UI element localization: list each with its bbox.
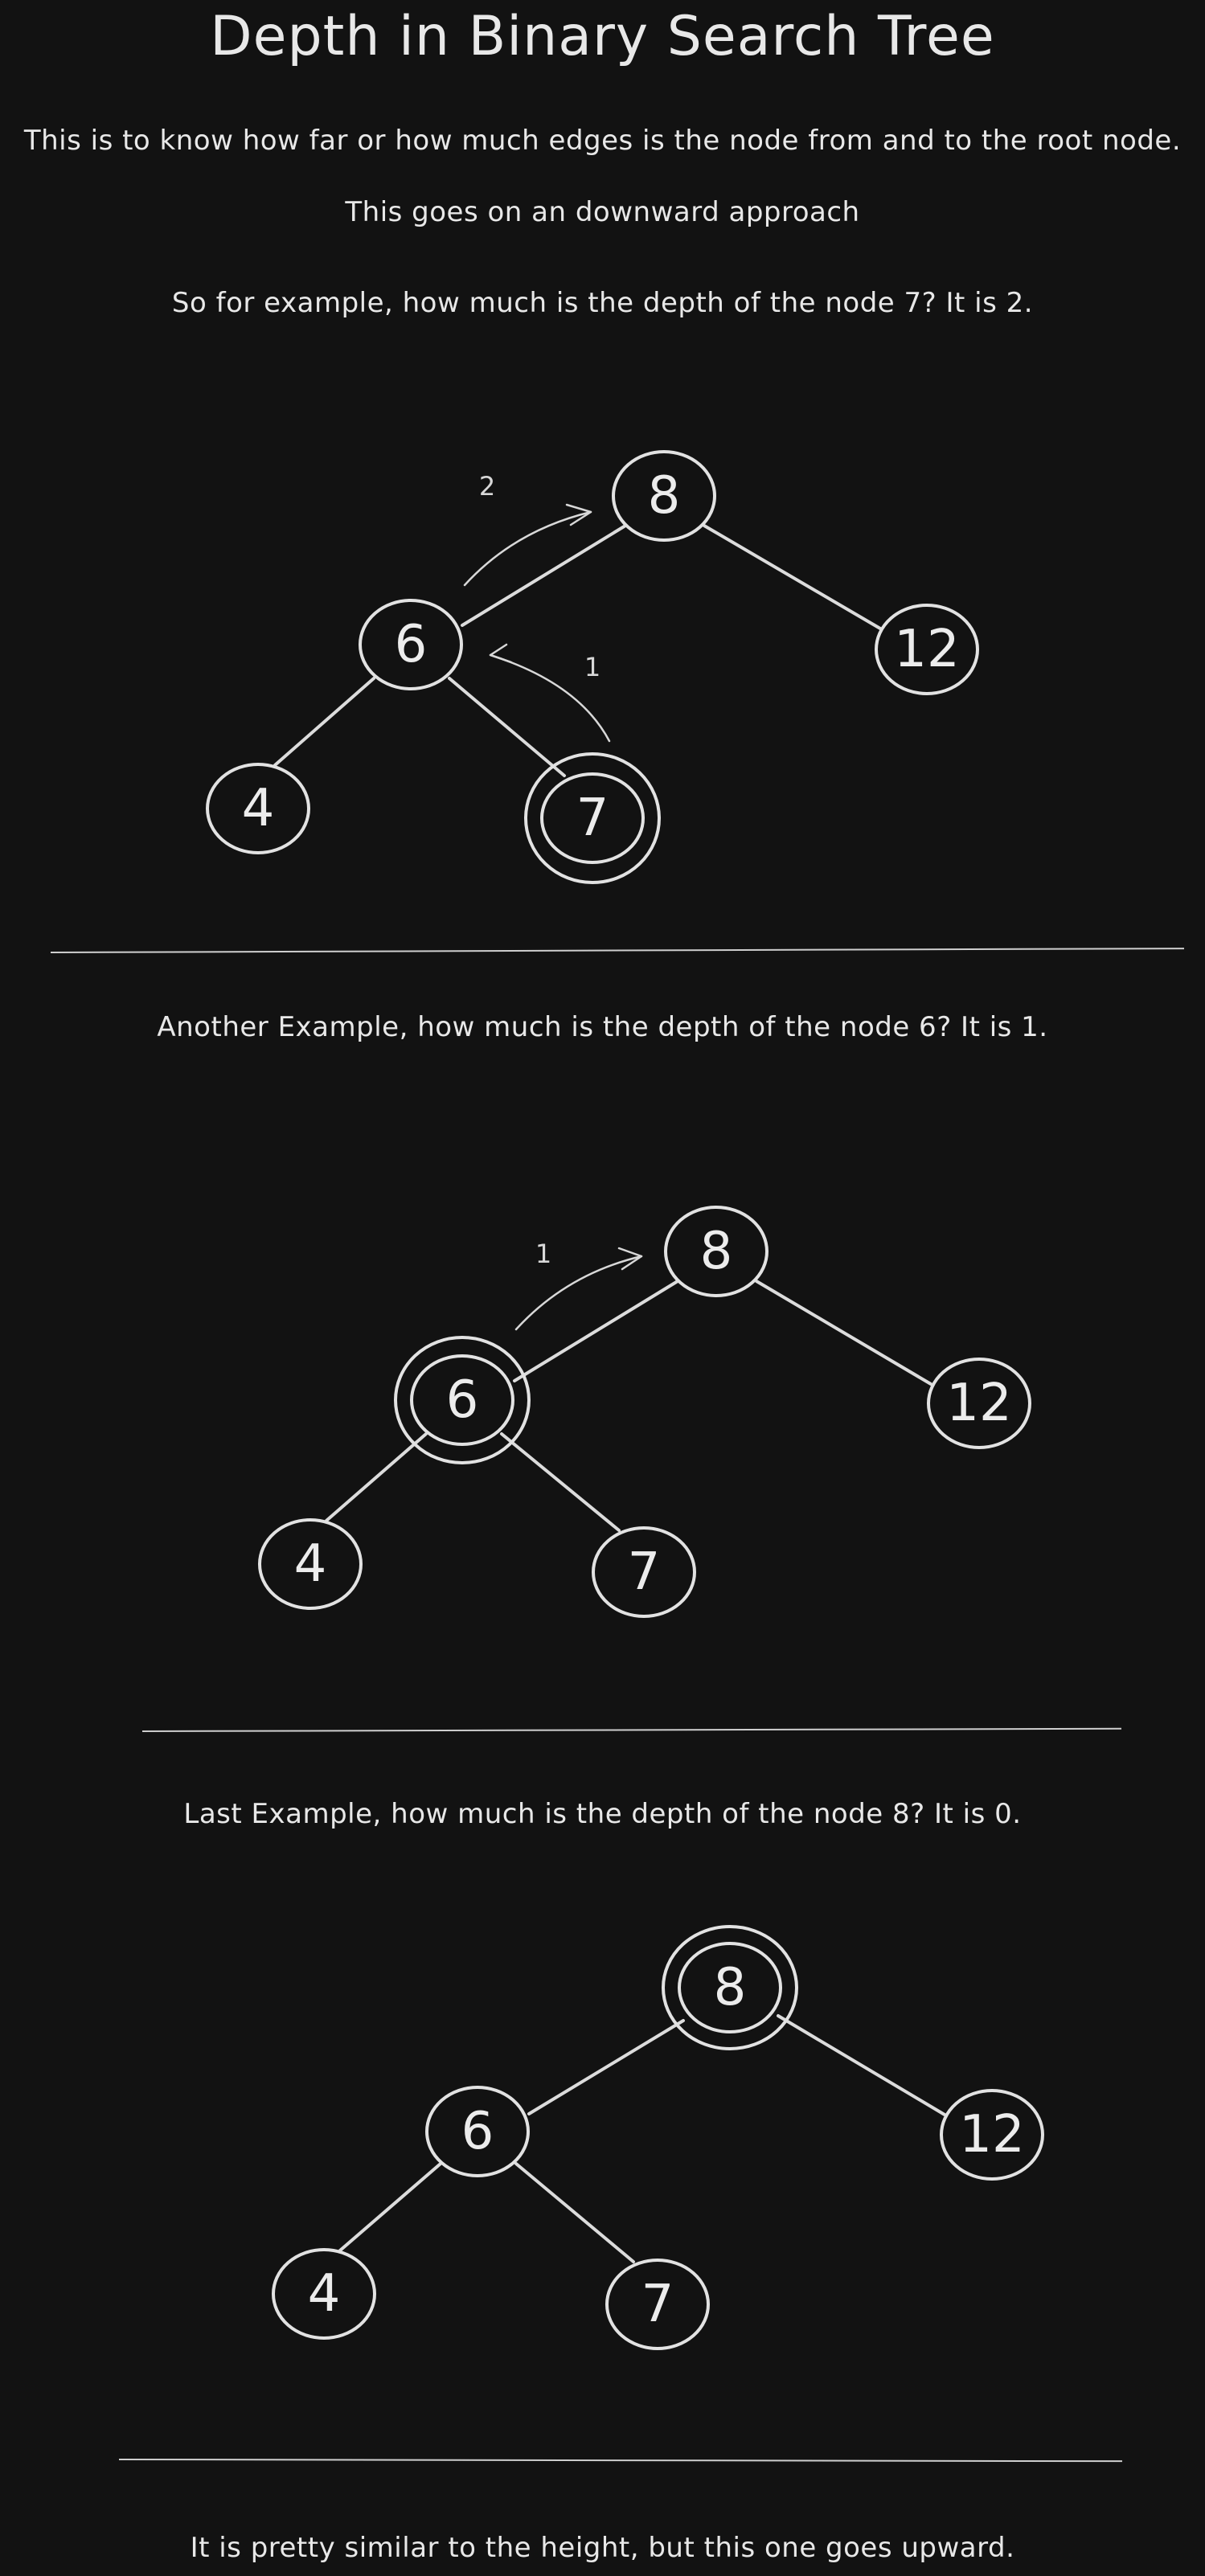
node-label: 6	[446, 1370, 479, 1430]
tree-nodes: 8 6 12 4 7	[272, 1925, 1044, 2350]
tree-edges	[273, 524, 882, 777]
node-label: 7	[628, 1542, 661, 1602]
arrow-head-icon	[489, 643, 513, 664]
edge-left-leftright	[514, 2162, 635, 2263]
example-1-tree: 8 6 12 4 7 2	[206, 450, 979, 884]
edge-root-right	[777, 2014, 946, 2116]
node-ring	[359, 599, 463, 690]
tree-nodes: 8 6 12 4 7	[206, 450, 979, 884]
arrow-icon	[514, 1255, 643, 1331]
node-label: 7	[641, 2275, 674, 2334]
closing-text: It is pretty similar to the height, but …	[190, 2532, 1015, 2564]
tree-node: 12	[875, 604, 979, 695]
tree-edges	[338, 2014, 946, 2263]
node-ring	[940, 2089, 1044, 2181]
node-label: 4	[294, 1534, 327, 1594]
tree-node: 8	[664, 1206, 768, 1297]
node-label: 4	[308, 2264, 341, 2324]
node-ring	[875, 604, 979, 695]
node-ring	[664, 1206, 768, 1297]
arrow-head-icon	[617, 1247, 643, 1271]
tree-node: 12	[927, 1358, 1031, 1449]
edge-left-leftleft	[273, 677, 375, 767]
node-ring	[540, 772, 645, 864]
arrow-head-icon	[565, 503, 592, 526]
tree-node: 4	[258, 1518, 363, 1610]
node-ring	[410, 1354, 514, 1446]
tree-nodes: 8 6 12 4 7	[258, 1206, 1031, 1618]
tree-node: 4	[272, 2248, 376, 2340]
node-ring	[678, 1942, 782, 2033]
tree-node: 6	[425, 2086, 530, 2177]
step-label: 1	[584, 652, 600, 682]
node-ring	[425, 2086, 530, 2177]
edge-left-leftleft	[325, 1432, 428, 1522]
node-label: 12	[894, 620, 959, 679]
node-ring	[206, 763, 310, 854]
step-label: 2	[479, 471, 495, 502]
example-3-question: Last Example, how much is the depth of t…	[183, 1798, 1022, 1830]
edge-left-leftright	[448, 677, 566, 777]
highlight-outer-ring	[394, 1336, 531, 1464]
intro-text: This is to know how far or how much edge…	[23, 125, 1182, 157]
node-ring	[927, 1358, 1031, 1449]
node-label: 4	[242, 779, 275, 838]
path-arrows: 1	[514, 1239, 643, 1331]
node-ring	[592, 1526, 696, 1618]
tree-node-highlighted: 6	[394, 1336, 531, 1464]
node-ring	[605, 2259, 710, 2350]
edge-root-left	[527, 2019, 685, 2115]
node-label: 6	[395, 615, 428, 674]
arrow-icon	[463, 510, 592, 587]
tree-node: 7	[605, 2259, 710, 2350]
node-label: 7	[576, 788, 609, 848]
edge-root-right	[755, 1280, 932, 1386]
node-label: 12	[946, 1374, 1011, 1433]
node-label: 8	[714, 1958, 747, 2017]
tree-node: 6	[359, 599, 463, 690]
page-title: Depth in Binary Search Tree	[210, 5, 995, 68]
divider	[118, 2459, 1122, 2463]
tree-edges	[325, 1280, 932, 1532]
example-2-tree: 8 6 12 4 7 1	[258, 1206, 1031, 1618]
edge-left-leftright	[500, 1432, 621, 1532]
example-3-tree: 8 6 12 4 7	[272, 1925, 1044, 2350]
tree-node: 12	[940, 2089, 1044, 2181]
tree-node: 8	[612, 450, 716, 542]
node-ring	[272, 2248, 376, 2340]
node-label: 12	[959, 2105, 1024, 2164]
tree-node-highlighted: 7	[524, 752, 661, 884]
edge-root-left	[513, 1280, 679, 1382]
node-label: 8	[700, 1222, 733, 1281]
edge-root-right	[703, 524, 882, 630]
example-2-question: Another Example, how much is the depth o…	[157, 1011, 1048, 1043]
highlight-outer-ring	[662, 1925, 798, 2050]
example-1-question: So for example, how much is the depth of…	[171, 287, 1034, 319]
path-arrows: 2 1	[463, 471, 611, 743]
edge-root-left	[461, 524, 627, 627]
node-label: 6	[461, 2102, 494, 2161]
highlight-outer-ring	[524, 752, 661, 884]
tree-node: 7	[592, 1526, 696, 1618]
node-ring	[612, 450, 716, 542]
tree-node-highlighted: 8	[662, 1925, 798, 2050]
node-ring	[258, 1518, 363, 1610]
node-label: 8	[648, 466, 681, 526]
intro-subtext: This goes on an downward approach	[345, 196, 860, 228]
edge-left-leftleft	[338, 2162, 442, 2252]
tree-node: 4	[206, 763, 310, 854]
step-label: 1	[535, 1239, 551, 1269]
